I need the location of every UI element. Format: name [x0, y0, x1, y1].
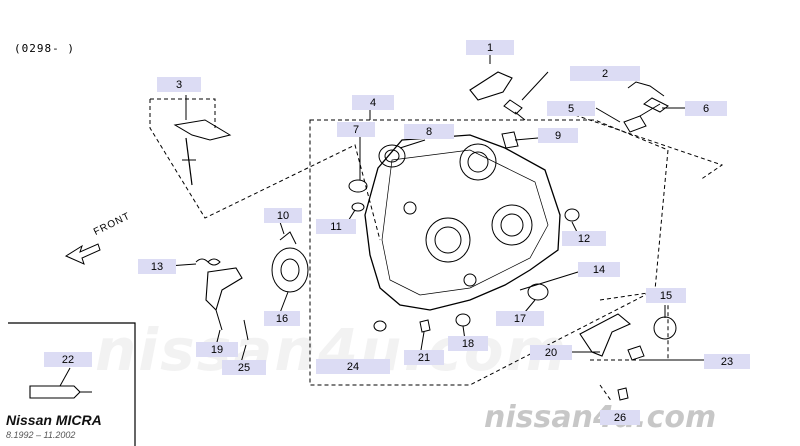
callout-23[interactable]: 23: [704, 354, 750, 369]
callout-17[interactable]: 17: [496, 311, 544, 326]
callout-6[interactable]: 6: [685, 101, 727, 116]
callout-1[interactable]: 1: [466, 40, 514, 55]
callout-11[interactable]: 11: [316, 219, 356, 234]
callout-12[interactable]: 12: [562, 231, 606, 246]
callout-10[interactable]: 10: [264, 208, 302, 223]
callout-19[interactable]: 19: [196, 342, 238, 357]
callout-8[interactable]: 8: [404, 124, 454, 139]
model-name: Nissan MICRA: [6, 412, 102, 428]
front-arrow-icon: [64, 243, 101, 265]
callout-14[interactable]: 14: [578, 262, 620, 277]
callout-25[interactable]: 25: [222, 360, 266, 375]
callout-20[interactable]: 20: [530, 345, 572, 360]
callout-13[interactable]: 13: [138, 259, 176, 274]
callout-21[interactable]: 21: [404, 350, 444, 365]
catalog-period: (0298- ): [14, 42, 75, 55]
callout-9[interactable]: 9: [538, 128, 578, 143]
callout-18[interactable]: 18: [448, 336, 488, 351]
callout-7[interactable]: 7: [337, 122, 375, 137]
callout-22[interactable]: 22: [44, 352, 92, 367]
callout-3[interactable]: 3: [157, 77, 201, 92]
callout-16[interactable]: 16: [264, 311, 300, 326]
callout-4[interactable]: 4: [352, 95, 394, 110]
callout-24[interactable]: 24: [316, 359, 390, 374]
callout-2[interactable]: 2: [570, 66, 640, 81]
callout-26[interactable]: 26: [600, 410, 640, 425]
callout-15[interactable]: 15: [646, 288, 686, 303]
model-dates: 8.1992 – 11.2002: [6, 430, 76, 440]
callout-5[interactable]: 5: [547, 101, 595, 116]
